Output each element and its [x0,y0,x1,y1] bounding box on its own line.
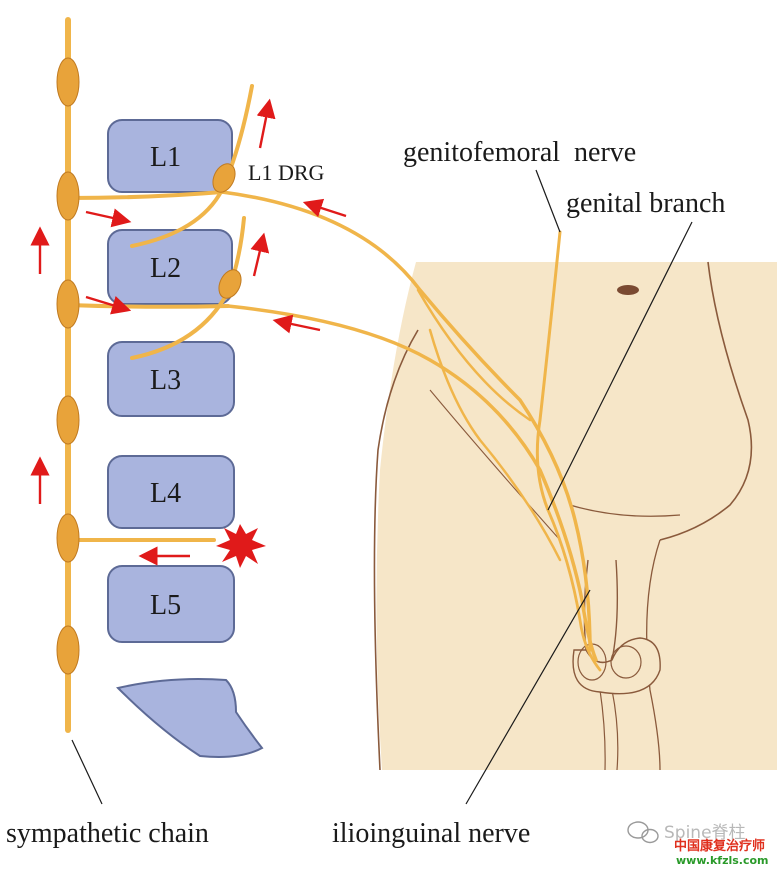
ramus-l2 [66,303,230,309]
vertebra-l2 [107,229,233,305]
watermark-site-url: www.kfzls.com [676,854,769,867]
watermark: Spine脊柱 中国康复治疗师 www.kfzls.com [627,821,769,867]
left-inguinal-crease [429,389,561,541]
drg-l2 [218,269,242,299]
label-ilioinguinal-nerve: ilioinguinal nerve [332,818,530,849]
ganglion-4 [56,395,80,445]
left-thigh-inner [599,689,606,771]
vertebra-label-l5: L5 [150,590,181,621]
label-genitofemoral-nerve: genitofemoral nerve [403,137,636,168]
left-hip-outline [373,329,419,771]
vertebra-l5 [107,565,235,643]
label-sympathetic-chain: sympathetic chain [6,818,209,849]
right-flank-outline [659,261,753,541]
leader-lines [71,169,693,805]
body-illustration [373,261,777,771]
lesion-star-icon [216,524,266,568]
vertebra-l3 [107,341,235,417]
leader-sympathetic [71,739,103,805]
label-l1-drg: L1 DRG [248,160,325,185]
nerve-network [65,17,602,733]
arrow-ramus-l2 [85,295,132,315]
watermark-site-cn: 中国康复治疗师 [674,838,765,854]
nerve-branch-b [428,328,562,562]
drg-l1 [212,163,236,193]
genital-branch-line [546,508,602,672]
navel [617,285,639,295]
ganglion-1 [56,57,80,107]
vertebra-label-l1: L1 [150,142,181,173]
ganglion-5 [56,513,80,563]
leader-genitofemoral [535,169,561,233]
nerve-from-l2 [226,304,598,662]
testis-right [610,645,642,679]
arrow-ramus-l1 [85,208,132,228]
vertebral-column: L1 L2 L3 L4 L5 [107,119,264,758]
ganglion-2 [56,171,80,221]
ganglion-6 [56,625,80,675]
vertebra-label-l3: L3 [150,365,181,396]
vertebra-label-l4: L4 [150,478,181,509]
ganglion-3 [56,279,80,329]
dorsal-root-ganglia [212,163,242,299]
right-inguinal-crease [569,504,681,517]
right-thigh-inner [611,689,619,771]
nerve-branch-a [416,288,532,422]
arrow-l1-up [256,98,276,149]
vertebra-l4 [107,455,235,529]
wechat-icon [627,821,659,844]
label-genital-branch: genital branch [566,188,725,219]
ramus-l1 [66,190,224,200]
sympathetic-ganglia [56,57,80,675]
vertebra-l1 [107,119,233,193]
sacrum [116,678,264,758]
abdomen-skin [376,262,777,770]
leader-ilioinguinal [465,589,591,805]
vertebra-label-l2: L2 [150,253,181,284]
watermark-brand: Spine脊柱 [664,823,746,843]
signal-arrows [30,98,347,566]
arrow-l2-up [250,232,270,277]
leader-genital-branch [547,221,693,511]
nerve-from-l1 [220,190,592,652]
arrow-nerve-l2-in [272,314,321,334]
arrow-nerve-l1-in [302,198,347,218]
genitofemoral-nerve-line [535,230,562,512]
